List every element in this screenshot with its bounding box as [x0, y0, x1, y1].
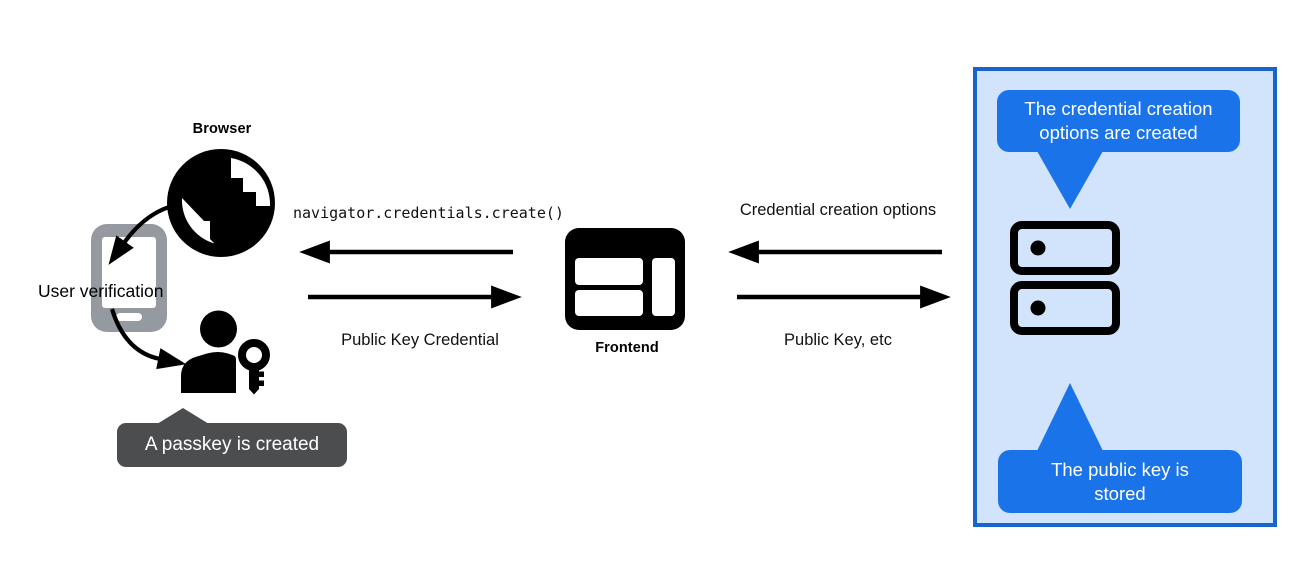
options-created-callout: The credential creation options are crea… [997, 90, 1240, 209]
passkey-created-tooltip: A passkey is created [117, 408, 347, 467]
phone-home-bar [116, 313, 142, 321]
options-created-text: The credential creation options are crea… [1024, 98, 1213, 143]
callout-pointer-up [1037, 383, 1103, 451]
public-key-stored-text: The public key is stored [1051, 458, 1189, 504]
public-key-stored-callout: The public key is stored [998, 383, 1242, 513]
public-key-etc-label: Public Key, etc [784, 331, 892, 349]
frontend-node-label: Frontend [595, 340, 659, 356]
tooltip-pointer-up [157, 408, 209, 424]
server-icon [1010, 221, 1120, 335]
browser-node-label: Browser [192, 121, 252, 137]
globe-icon [167, 149, 275, 257]
credential-creation-options-label: Credential creation options [739, 201, 937, 219]
browser-window-icon [565, 228, 685, 330]
phone-icon [91, 224, 167, 332]
person-with-key-icon [181, 310, 270, 395]
passkey-created-text: A passkey is created [144, 434, 320, 455]
navigator-create-call-label: navigator.credentials.create() [293, 204, 564, 222]
public-key-credential-label: Public Key Credential [341, 331, 499, 349]
user-verification-label: User verification [38, 281, 164, 301]
callout-pointer-down [1037, 151, 1103, 209]
